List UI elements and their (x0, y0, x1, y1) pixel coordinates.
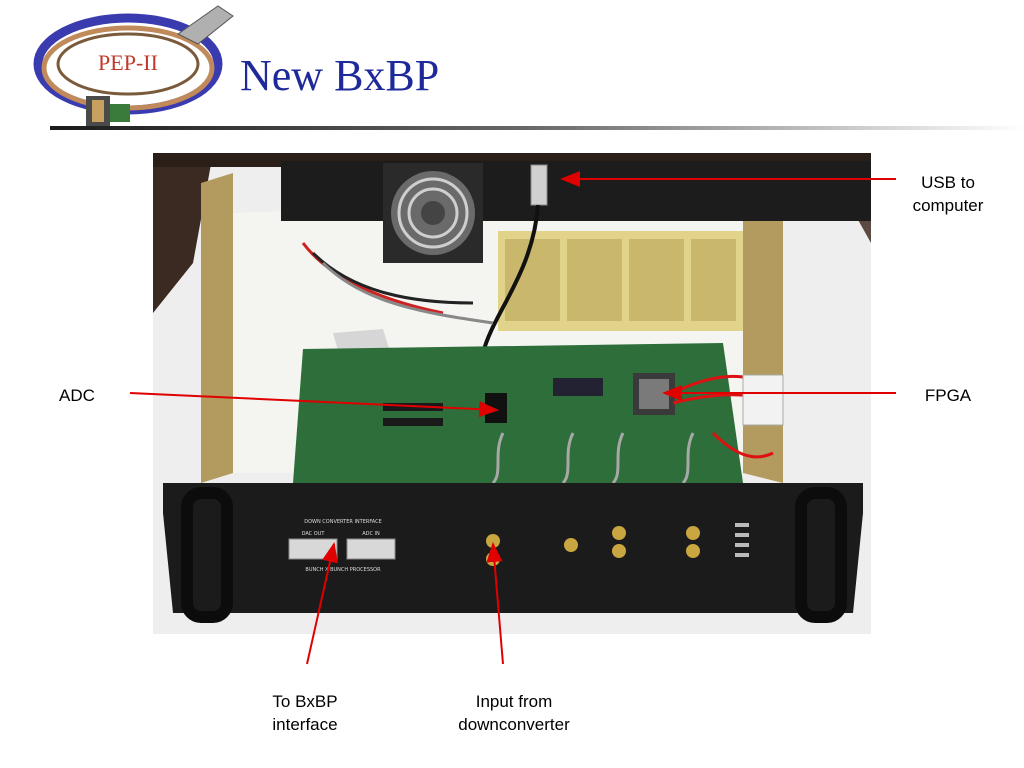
cooling-fan (383, 163, 483, 263)
panel-label-adc-in: ADC IN (362, 531, 380, 537)
bxbp-label-line1: To BxBP (272, 692, 338, 711)
bxbp-label-line2: interface (272, 715, 338, 734)
panel-label-down-converter: DOWN CONVERTER INTERFACE (304, 519, 382, 525)
usb-label-line2: computer (912, 196, 984, 215)
title-divider (50, 126, 1024, 130)
main-pcb (293, 343, 743, 483)
slide-title: New BxBP (240, 51, 440, 100)
panel-label-processor: BUNCH X BUNCH PROCESSOR (305, 567, 381, 573)
adc-label: ADC (59, 386, 95, 405)
front-panel: DOWN CONVERTER INTERFACE DAC OUT ADC IN … (163, 483, 863, 623)
fpga-label: FPGA (924, 386, 972, 405)
power-supply (498, 231, 743, 331)
usb-label: USB to computer (898, 171, 998, 217)
input-label-line1: Input from (475, 692, 553, 711)
bxbp-interface-label: To BxBP interface (250, 690, 360, 736)
logo-magnet-icon (86, 96, 130, 126)
panel-label-dac-out: DAC OUT (302, 531, 326, 537)
downconverter-input-label: Input from downconverter (432, 690, 596, 736)
pep-ii-logo: PEP-II (28, 4, 238, 132)
usb-label-line1: USB to (921, 173, 975, 192)
logo-text: PEP-II (98, 50, 158, 75)
bxbp-chassis-photo: DOWN CONVERTER INTERFACE DAC OUT ADC IN … (153, 153, 871, 634)
input-label-line2: downconverter (458, 715, 570, 734)
